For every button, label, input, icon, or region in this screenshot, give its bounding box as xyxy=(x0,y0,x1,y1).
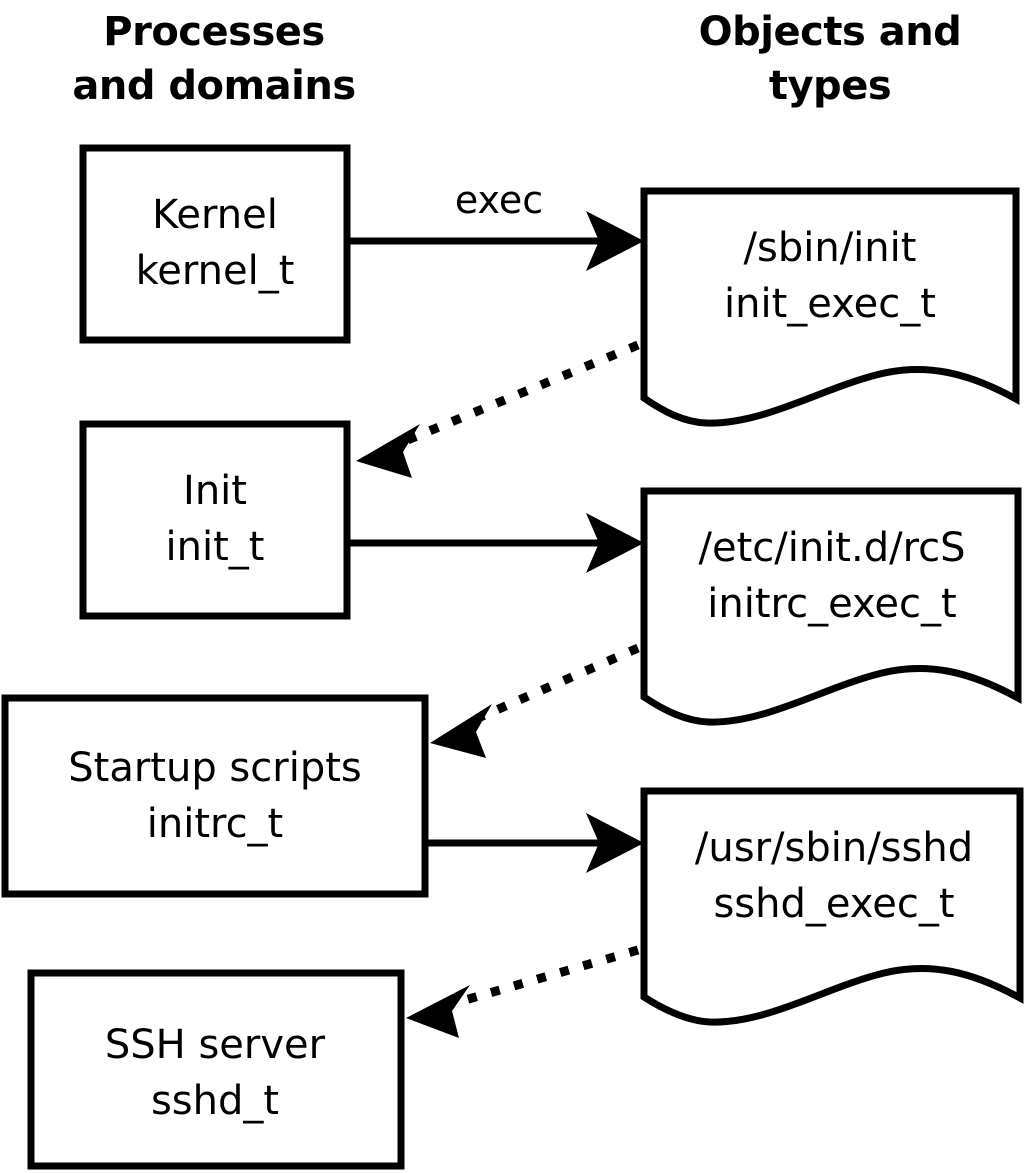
edge-line xyxy=(453,945,640,1008)
node-box xyxy=(79,144,351,344)
process-node-init[interactable]: Init init_t xyxy=(79,420,351,620)
node-label-line1: Init xyxy=(183,468,247,514)
node-label-line1: Startup scripts xyxy=(68,745,361,791)
object-node-usr-sbin-sshd[interactable]: /usr/sbin/sshd sshd_exec_t xyxy=(640,787,1024,1026)
edge-line xyxy=(403,340,640,446)
edge-initrc-exec-sshd-exec xyxy=(426,813,644,873)
process-node-kernel[interactable]: Kernel kernel_t xyxy=(79,144,351,344)
node-label-line2: init_exec_t xyxy=(724,281,936,327)
node-label-line2: init_t xyxy=(166,524,265,570)
object-node-etc-initd-rcs[interactable]: /etc/init.d/rcS initrc_exec_t xyxy=(640,487,1022,726)
processes-header-line1: Processes xyxy=(103,9,324,55)
node-box xyxy=(1,694,429,898)
node-document-shape xyxy=(640,187,1020,427)
process-node-startup-scripts[interactable]: Startup scripts initrc_t xyxy=(1,694,429,898)
arrow-head xyxy=(586,813,644,873)
node-label-line2: sshd_exec_t xyxy=(713,881,954,927)
edge-kernel-exec-init-exec: exec xyxy=(348,178,644,271)
arrow-head xyxy=(406,985,470,1038)
node-document-shape xyxy=(640,487,1022,726)
processes-header-line2: and domains xyxy=(72,63,355,109)
column-header-objects: Objects and types xyxy=(699,9,962,109)
arrow-head xyxy=(430,704,492,758)
arrow-head xyxy=(586,513,644,573)
arrow-head xyxy=(586,211,644,271)
edge-init-exec-transition-init xyxy=(356,340,640,478)
edge-line xyxy=(476,643,640,723)
edge-sshd-exec-transition-sshd xyxy=(406,945,640,1038)
node-label-line1: SSH server xyxy=(105,1022,326,1068)
node-label-line1: /etc/init.d/rcS xyxy=(698,525,965,571)
edge-initrc-exec-transition-initrc xyxy=(430,643,640,758)
node-label-line1: /sbin/init xyxy=(744,225,917,271)
node-label-line2: sshd_t xyxy=(151,1078,279,1124)
process-node-ssh-server[interactable]: SSH server sshd_t xyxy=(27,969,405,1170)
edge-init-exec-initrc-exec xyxy=(348,513,644,573)
node-label-line2: initrc_exec_t xyxy=(707,581,956,627)
node-label-line2: kernel_t xyxy=(136,248,295,294)
node-document-shape xyxy=(640,787,1024,1026)
node-label-line1: /usr/sbin/sshd xyxy=(695,825,973,871)
node-box xyxy=(27,969,405,1170)
arrow-head xyxy=(356,424,420,478)
object-node-sbin-init[interactable]: /sbin/init init_exec_t xyxy=(640,187,1020,427)
column-header-processes: Processes and domains xyxy=(72,9,356,109)
edge-label-exec: exec xyxy=(455,178,543,222)
objects-header-line1: Objects and xyxy=(699,9,962,55)
node-label-line2: initrc_t xyxy=(147,801,284,847)
node-label-line1: Kernel xyxy=(152,192,278,238)
objects-header-line2: types xyxy=(769,63,891,109)
node-box xyxy=(79,420,351,620)
